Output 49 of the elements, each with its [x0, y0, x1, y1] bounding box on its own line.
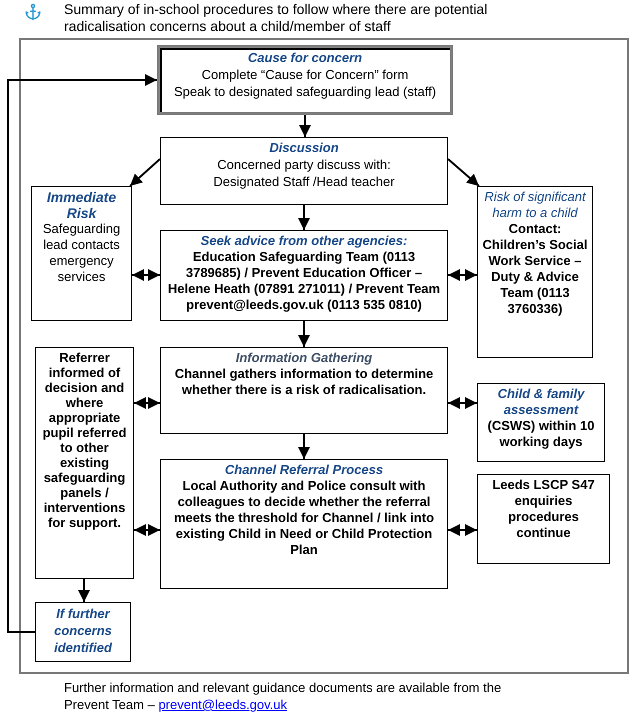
box-text: Speak to designated safeguarding lead (staff)	[174, 83, 436, 100]
arrow	[447, 158, 480, 187]
arrow	[299, 115, 311, 137]
box-text: Designated Staff /Head teacher	[213, 173, 395, 190]
arrow	[132, 269, 160, 281]
side-box	[477, 474, 610, 564]
arrow	[298, 434, 310, 459]
process-box	[160, 137, 448, 205]
side-box	[35, 602, 131, 662]
arrow	[134, 524, 160, 536]
side-box	[477, 383, 605, 462]
email-link: prevent@leeds.gov.uk	[158, 697, 288, 712]
box-text: Channel gathers information to determine whether there is a risk of radicalisation.	[174, 366, 434, 398]
box-text: (CSWS) within 10 working days	[486, 418, 596, 450]
box-text: Contact: Children’s Social Work Service – Duty & Advice Team (0113 3760336)	[482, 221, 588, 317]
box-text: Local Authority and Police consult with colleagues to decide whether the referral meets the threshold for Channel / link into existing Child in Need or Child Protection Plan	[172, 478, 436, 558]
process-box	[160, 347, 448, 434]
arrow	[78, 579, 90, 602]
box-heading: Discussion	[269, 140, 339, 156]
side-box	[35, 347, 134, 579]
title: Summary of in-school procedures to follow where there are potential radicalisation concerns about a child/member of staff	[64, 1, 488, 35]
box-heading: Child & family assessment	[496, 386, 586, 418]
box-text: Concerned party discuss with:	[217, 156, 391, 173]
box-text: Referrer informed of decision and where appropriate pupil referred to other existing safeguarding panels / interventions for support.	[42, 350, 128, 530]
arrow	[298, 321, 310, 347]
arrow	[7, 74, 157, 633]
side-box	[477, 186, 593, 358]
box-heading: Immediate Risk	[46, 189, 118, 221]
box-heading: Risk of significant harm to a child	[483, 189, 587, 221]
process-box	[160, 230, 448, 321]
process-box	[157, 45, 453, 115]
arrow	[448, 269, 477, 281]
side-box	[31, 186, 132, 321]
process-box	[160, 459, 448, 589]
arrow	[448, 524, 477, 536]
box-text: Leeds LSCP S47 enquiries procedures continue	[491, 477, 596, 541]
arrow	[298, 205, 310, 230]
arrow	[448, 397, 477, 409]
box-text: Complete “Cause for Concern” form	[202, 66, 408, 83]
box-heading: Seek advice from other agencies:	[200, 233, 408, 249]
box-text: Safeguarding lead contacts emergency services	[42, 221, 122, 285]
box-heading: Information Gathering	[236, 350, 372, 366]
box-text: Education Safeguarding Team (0113 3789685) / Prevent Education Officer – Helene Heath (07891 271011) / Prevent Team prevent@leeds.gov.uk (0113 535 0810)	[166, 249, 442, 313]
arrow	[129, 158, 161, 187]
box-text: If further concerns identified	[53, 605, 114, 656]
box-heading: Channel Referral Process	[224, 462, 384, 478]
arrow	[134, 397, 160, 409]
footer-note: Further information and relevant guidance documents are available from the Prevent Team – prevent@leeds.gov.uk	[64, 679, 502, 713]
box-heading: Cause for concern	[248, 50, 362, 66]
